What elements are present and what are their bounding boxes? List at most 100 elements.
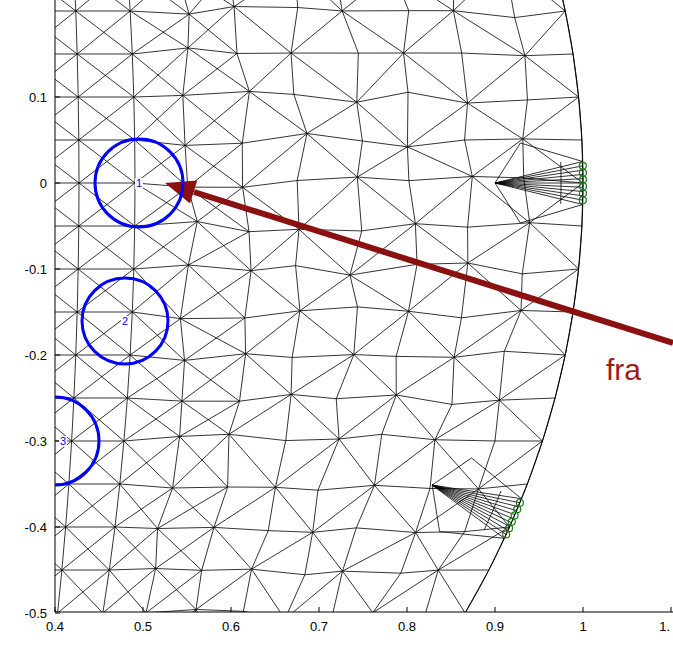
mesh-edge — [55, 183, 79, 184]
mesh-edge — [180, 401, 182, 436]
mesh-edge — [339, 434, 382, 439]
region-circle: 1 — [95, 139, 183, 227]
mesh-edge — [468, 100, 528, 103]
mesh-edge — [432, 485, 521, 499]
mesh-edge — [133, 226, 135, 269]
mesh-edge — [440, 532, 505, 539]
mesh-edge — [286, 439, 339, 441]
mesh-edge — [401, 570, 438, 573]
mesh-edge — [252, 532, 313, 569]
mesh-edge — [182, 401, 229, 434]
mesh-edge — [499, 355, 565, 400]
mesh-edge — [229, 394, 291, 434]
mesh-edge — [415, 224, 467, 227]
mesh-edge — [55, 484, 69, 527]
mesh-edge — [180, 271, 251, 319]
mesh-edge — [490, 514, 492, 518]
mesh-edge — [285, 571, 343, 612]
mesh-edge — [318, 485, 374, 490]
mesh-edge — [180, 436, 228, 487]
triangle-mesh — [55, 0, 583, 612]
mesh-edge — [196, 569, 252, 609]
mesh-edge — [336, 395, 396, 399]
mesh-edge — [300, 311, 354, 355]
mesh-edge — [127, 398, 182, 401]
mesh-edge — [275, 487, 312, 532]
mesh-edge — [124, 398, 127, 441]
boundary-marker — [579, 197, 586, 204]
mesh-edge — [55, 312, 77, 355]
mesh-edge — [296, 229, 299, 265]
mesh-edge — [275, 487, 318, 490]
tick-label: 0.5 — [134, 620, 152, 633]
mesh-edge — [180, 319, 184, 361]
mesh-edge — [495, 166, 583, 183]
mesh-edge — [240, 354, 246, 401]
tick-mark — [407, 607, 408, 612]
mesh-edge — [354, 307, 358, 355]
mesh-edge — [453, 0, 504, 11]
mesh-edge — [55, 140, 79, 141]
mesh-edge — [291, 53, 357, 102]
mesh-edge — [438, 570, 489, 571]
mesh-edge — [465, 103, 468, 140]
tick-mark — [231, 607, 232, 612]
mesh-edge — [55, 97, 78, 98]
mesh-edge — [468, 56, 525, 103]
tick-mark — [583, 607, 584, 612]
mesh-edge — [55, 11, 76, 12]
mesh-edge — [130, 11, 188, 48]
tick-mark — [55, 613, 60, 614]
tick-mark — [319, 607, 320, 612]
mesh-edge — [491, 510, 493, 514]
mesh-edge — [313, 532, 343, 571]
mesh-edge — [189, 0, 228, 14]
mesh-edge — [79, 183, 135, 226]
mesh-edge — [229, 434, 275, 487]
mesh-edge — [66, 527, 115, 528]
boundary-marker — [579, 169, 586, 176]
mesh-edge — [357, 102, 408, 147]
mesh-edge — [188, 265, 245, 318]
mesh-edge — [58, 570, 62, 612]
mesh-edge — [127, 355, 130, 398]
mesh-edge — [454, 318, 461, 357]
mesh-edge — [130, 355, 184, 360]
tick-label: 0 — [40, 177, 47, 190]
boundary-marker — [579, 162, 586, 169]
mesh-edge — [294, 94, 307, 133]
mesh-edge — [495, 503, 497, 507]
mesh-edge — [415, 224, 417, 265]
mesh-edge — [132, 269, 134, 312]
mesh-edge — [55, 441, 72, 484]
tick-label: 1. — [659, 620, 670, 633]
mesh-edge — [185, 143, 242, 145]
mesh-edge — [409, 311, 462, 318]
mesh-edge — [252, 531, 269, 570]
mesh-edge — [134, 183, 135, 226]
mesh-edge — [291, 53, 294, 94]
arrow-shaft — [194, 192, 673, 343]
mesh-edge — [249, 53, 291, 91]
mesh-edge — [415, 224, 467, 263]
mesh-edge — [55, 441, 69, 484]
mesh-edge — [522, 223, 529, 274]
x-axis — [55, 612, 673, 613]
mesh-edge — [522, 269, 578, 274]
mesh-edge — [120, 441, 124, 484]
mesh-edge — [55, 54, 77, 97]
mesh-edge — [188, 187, 243, 188]
mesh-edge — [357, 177, 361, 231]
mesh-edge — [472, 139, 522, 177]
mesh-edge — [468, 223, 530, 263]
mesh-edge — [499, 398, 555, 400]
mesh-edge — [55, 269, 78, 270]
mesh-edge — [127, 360, 184, 398]
mesh-edge — [197, 222, 251, 271]
mesh-edge — [495, 183, 583, 200]
mesh-edge — [358, 52, 403, 53]
mesh-edge — [432, 485, 513, 519]
tick-label: -0.1 — [25, 263, 47, 276]
mesh-edge — [342, 11, 358, 53]
mesh-edge — [350, 275, 409, 311]
